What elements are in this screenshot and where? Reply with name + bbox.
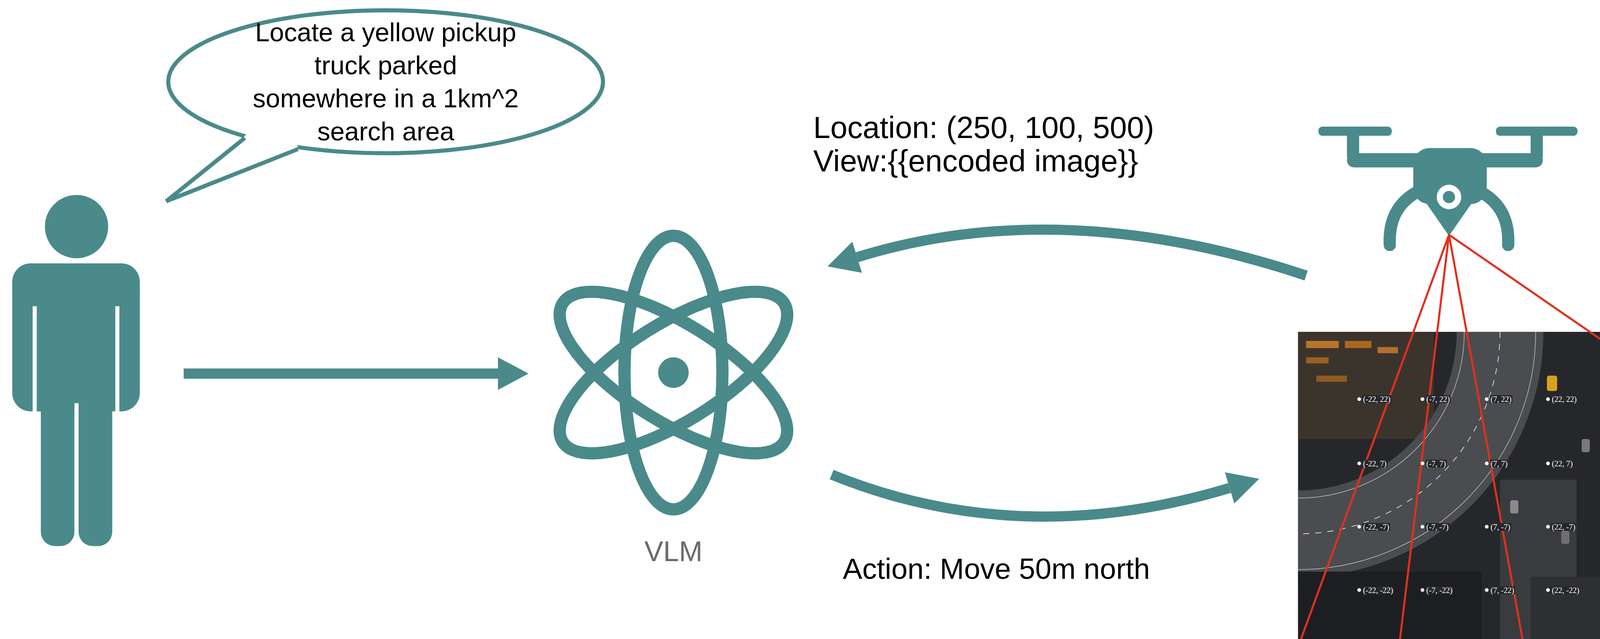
grid-coordinate: (-22, 22) [1362, 394, 1392, 403]
node-text-block: VLM [530, 534, 817, 568]
image-ground [1297, 331, 1600, 639]
grid-coordinate: (-7, -7) [1425, 522, 1450, 531]
grid-coordinate: (22, -7) [1550, 522, 1577, 531]
grid-dot [1420, 396, 1425, 401]
person-head [44, 194, 109, 259]
grid-coordinate: (-7, 22) [1425, 394, 1451, 403]
message-label: View:{{encoded image}} [813, 143, 1139, 179]
frustum-line [1300, 234, 1449, 639]
message-label: Location: (250, 100, 500) [813, 110, 1154, 146]
grid-coordinate: (-22, -7) [1362, 522, 1391, 531]
arrow-head [827, 241, 862, 273]
grid-coordinate: (7, -22) [1489, 585, 1516, 594]
lane-line [1297, 331, 1500, 534]
arm-gap [115, 306, 120, 414]
grid-dot [1546, 587, 1550, 592]
arrow-head [497, 357, 529, 390]
lit-windows [1377, 347, 1398, 354]
grid-dot [1357, 587, 1362, 592]
grid-coordinate: (7, 7) [1489, 459, 1509, 468]
grid-dot [1420, 524, 1425, 529]
grid-coordinate: (22, 7) [1550, 459, 1574, 468]
lane-line [1297, 331, 1465, 498]
grid-coordinate: (7, -7) [1489, 522, 1512, 531]
camera-lens [1442, 190, 1455, 203]
bubble-tail [166, 137, 298, 201]
grid-dot [1484, 524, 1489, 529]
grid-coordinate: (22, -22) [1550, 585, 1580, 594]
lit-windows [1344, 340, 1372, 348]
camera-ring [1436, 184, 1462, 210]
aerial-view [1297, 331, 1600, 639]
building [1297, 331, 1434, 440]
atom-orbit [624, 235, 723, 510]
grid-dot [1484, 461, 1489, 465]
arrow-vlm-to-drone [831, 472, 1260, 517]
camera-frustum [1300, 234, 1600, 639]
building [1297, 571, 1482, 639]
grid-coordinate: (-7, -22) [1425, 585, 1454, 594]
node-text-block: Locate a yellow pickup truck parked some… [247, 15, 524, 148]
lit-windows [1316, 375, 1347, 382]
grid-dot [1546, 396, 1550, 401]
grid-dot [1546, 461, 1550, 465]
grid-dot [1484, 587, 1489, 592]
grid-dots [1357, 396, 1551, 592]
person-icon [12, 194, 140, 552]
frustum-line [1449, 234, 1523, 639]
grid-coordinate: (7, 22) [1489, 394, 1513, 403]
grid-coordinate: (-22, -22) [1362, 585, 1395, 594]
car [1581, 438, 1590, 452]
lit-windows [1306, 357, 1329, 364]
yellow-truck [1546, 375, 1558, 391]
atom-orbit [536, 261, 811, 484]
lit-windows [1306, 340, 1339, 348]
arrow-drone-to-vlm [827, 229, 1307, 276]
frustum-line [1399, 234, 1450, 639]
node-label: VLM [530, 534, 817, 568]
action-label: Action: Move 50m north [843, 551, 1150, 586]
frustum-line [1449, 234, 1600, 339]
arm-gap [32, 306, 37, 414]
drone-leg [1389, 188, 1424, 245]
curved-road [1297, 331, 1500, 534]
building [1530, 576, 1600, 639]
grid-coordinate: (-7, 7) [1425, 459, 1447, 468]
grid-dot [1420, 461, 1425, 465]
grid-coordinate: (22, 22) [1550, 394, 1578, 403]
bubble-tail-fill [166, 130, 298, 201]
vlm-node: VLM [530, 224, 817, 572]
car [1510, 499, 1519, 514]
speech-bubble: Locate a yellow pickup truck parked some… [166, 8, 605, 156]
atom-icon [530, 224, 817, 521]
person-leg [78, 387, 113, 546]
grid-dot [1420, 587, 1425, 592]
lane-line [1297, 331, 1536, 570]
grid-dot [1484, 396, 1489, 401]
grid-dot [1357, 396, 1362, 401]
grid-dot [1357, 524, 1362, 529]
arrow-person-to-vlm [183, 357, 529, 390]
grid-dot [1546, 524, 1550, 529]
person-leg [40, 387, 75, 546]
atom-orbit [536, 261, 811, 484]
bubble-text: Locate a yellow pickup truck parked some… [247, 15, 524, 148]
arrow-shaft [857, 229, 1307, 276]
drone-icon [1318, 126, 1578, 245]
arrow-shaft [831, 474, 1230, 517]
arrow-shaft [183, 368, 502, 379]
person-torso [12, 263, 140, 412]
leg-gap [74, 402, 79, 551]
car [1561, 530, 1570, 544]
grid-coordinate: (-22, 7) [1362, 459, 1388, 468]
bubble-ellipse [168, 10, 603, 153]
arrow-head [1225, 472, 1260, 504]
grid-dot [1357, 461, 1362, 465]
atom-nucleus [658, 357, 689, 388]
drone-leg [1474, 188, 1509, 245]
